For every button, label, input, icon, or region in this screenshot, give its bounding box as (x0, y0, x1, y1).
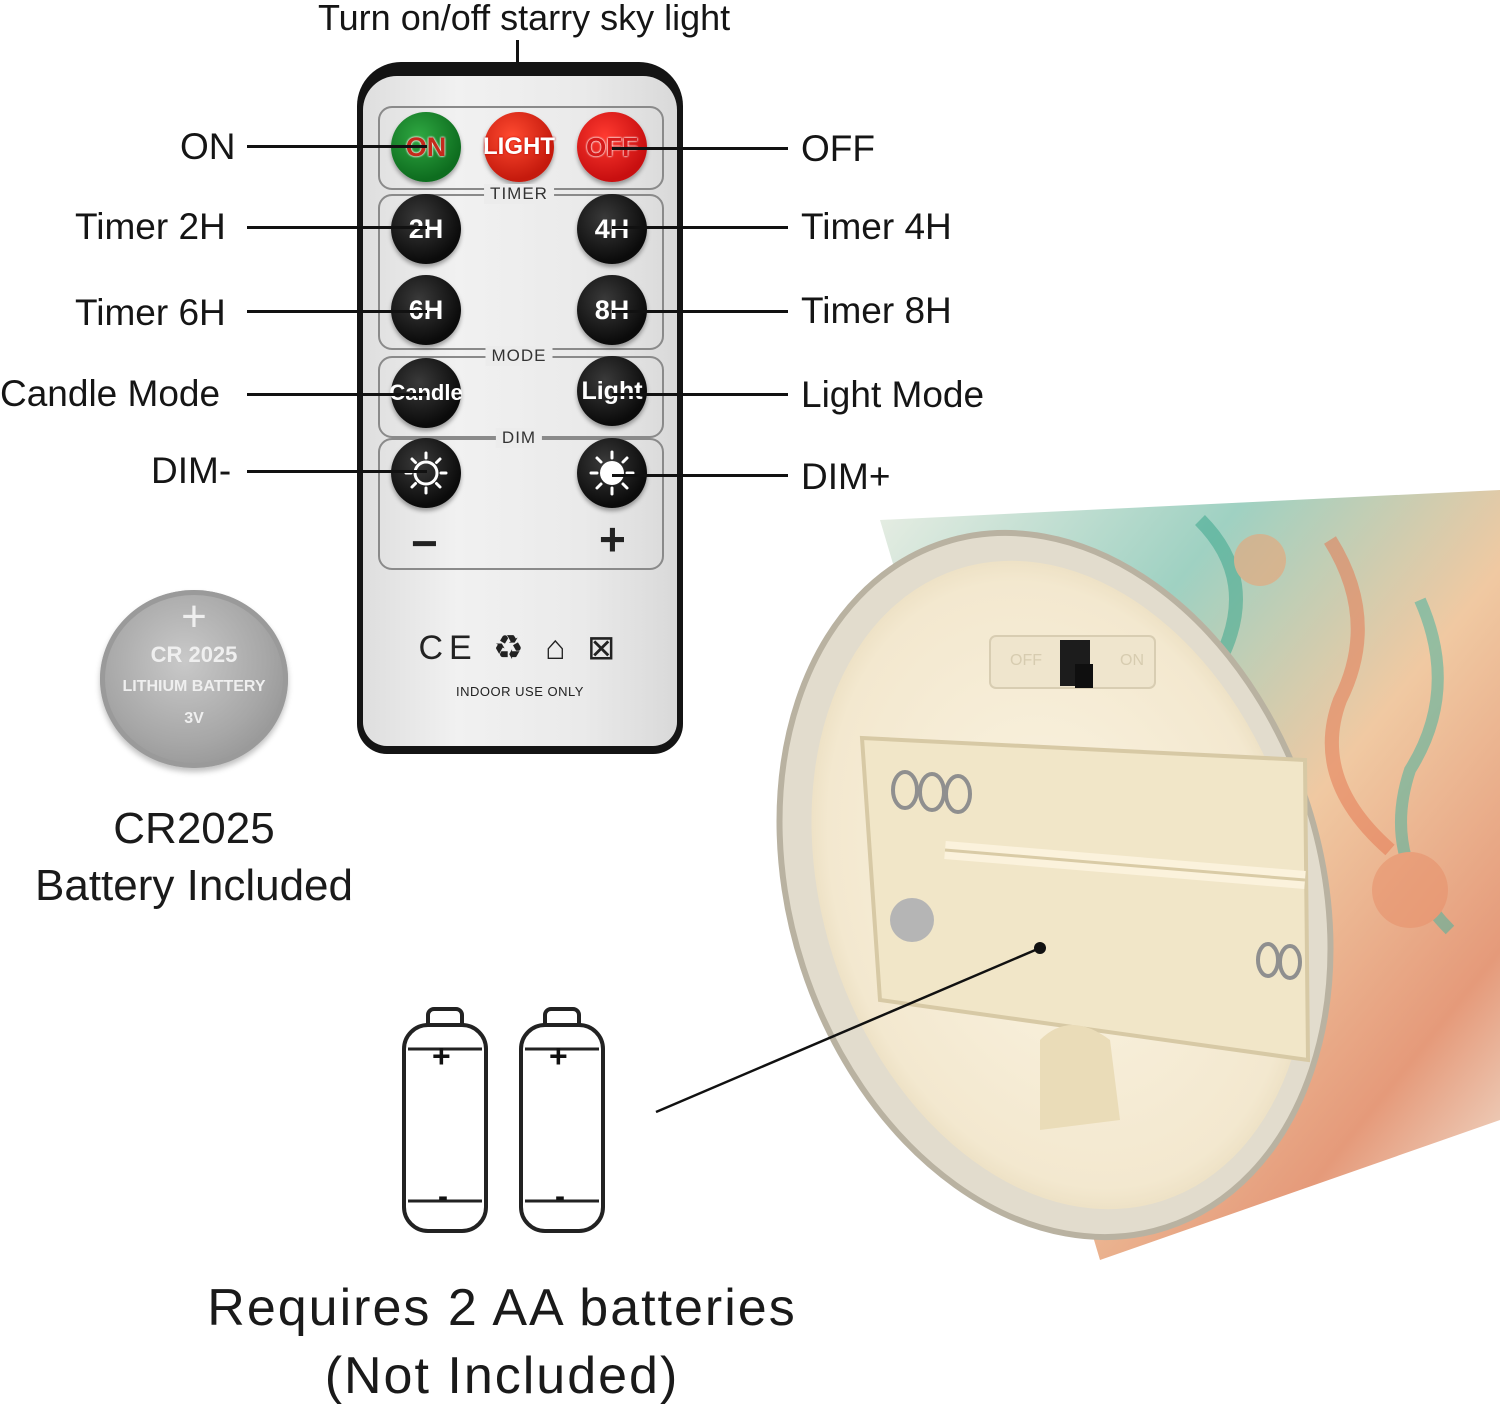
leader-line-light-mode (612, 393, 788, 396)
candle-label: Candle (389, 380, 462, 406)
light-mode-label: Light (581, 376, 643, 405)
dim-group-title: DIM (495, 428, 543, 448)
coin-caption: CR2025 Battery Included (0, 800, 388, 914)
switch-on-label: ON (1120, 652, 1144, 669)
callout-timer-2h: Timer 2H (75, 206, 226, 247)
6h-label: 6H (408, 294, 444, 325)
callout-timer-8h: Timer 8H (801, 290, 952, 331)
remote-dim-plus-button[interactable] (577, 438, 647, 508)
remote-control: ON LIGHT OFF TIMER 2H 4H 6H 8H MODE Cand… (357, 62, 683, 754)
callout-dim-plus: DIM+ (801, 456, 891, 497)
aa-battery-icon-2 (519, 1007, 605, 1233)
sun-outline-icon (404, 451, 448, 495)
leader-line-on (247, 145, 427, 148)
remote-light-button[interactable]: LIGHT (483, 112, 555, 182)
8h-label: 8H (594, 294, 630, 325)
dim-minus-symbol: − (411, 517, 438, 569)
callout-starry-light: Turn on/off starry sky light (318, 0, 731, 38)
aa-battery-icon-1 (402, 1007, 488, 1233)
certification-icons: CE ♻ ⌂ ⊠ (418, 629, 622, 667)
aa1-minus-label: - (438, 1180, 448, 1213)
callout-on: ON (180, 126, 236, 167)
aa-caption-line1: Requires 2 AA batteries (207, 1279, 797, 1337)
sun-filled-icon (589, 450, 635, 496)
aa1-plus-label: + (432, 1038, 451, 1074)
leader-line-2h (247, 226, 427, 229)
callout-candle-mode: Candle Mode (0, 373, 221, 414)
callout-off: OFF (801, 128, 875, 169)
coin-voltage-label: 3V (184, 710, 204, 727)
timer-group-title: TIMER (484, 184, 554, 204)
leader-line-4h (612, 226, 788, 229)
aa2-minus-label: - (555, 1180, 565, 1213)
indoor-use-only-label: INDOOR USE ONLY (456, 684, 584, 699)
switch-off-label: OFF (1010, 652, 1042, 669)
leader-line-dim-minus (247, 470, 427, 473)
coin-caption-line1: CR2025 (113, 804, 275, 853)
coin-type-label: LITHIUM BATTERY (122, 678, 266, 695)
leader-line-off (612, 147, 788, 150)
coin-caption-line2: Battery Included (35, 861, 353, 911)
callout-timer-4h: Timer 4H (801, 206, 952, 247)
aa-caption: Requires 2 AA batteries (Not Included) (150, 1275, 854, 1410)
coin-battery-image: + CR 2025 LITHIUM BATTERY 3V (100, 590, 288, 768)
callout-dim-minus: DIM- (151, 450, 232, 491)
remote-dim-minus-button[interactable] (391, 438, 461, 508)
callout-light-mode: Light Mode (801, 374, 985, 415)
leader-line-dim-plus (612, 474, 788, 477)
leader-line-candle (247, 393, 427, 396)
mode-group-title: MODE (485, 346, 553, 366)
coin-model-label: CR 2025 (150, 642, 238, 667)
aa-caption-line2: (Not Included) (324, 1346, 680, 1405)
aa2-plus-label: + (549, 1038, 568, 1074)
callout-timer-6h: Timer 6H (75, 292, 226, 333)
leader-line-8h (612, 310, 788, 313)
remote-light-mode-button[interactable]: Light (577, 356, 647, 426)
off-button-label: OFF (586, 131, 638, 162)
coin-plus-symbol: + (181, 592, 207, 641)
leader-line-6h (247, 310, 427, 313)
dim-plus-symbol: + (599, 513, 626, 565)
light-button-label: LIGHT (483, 133, 555, 160)
